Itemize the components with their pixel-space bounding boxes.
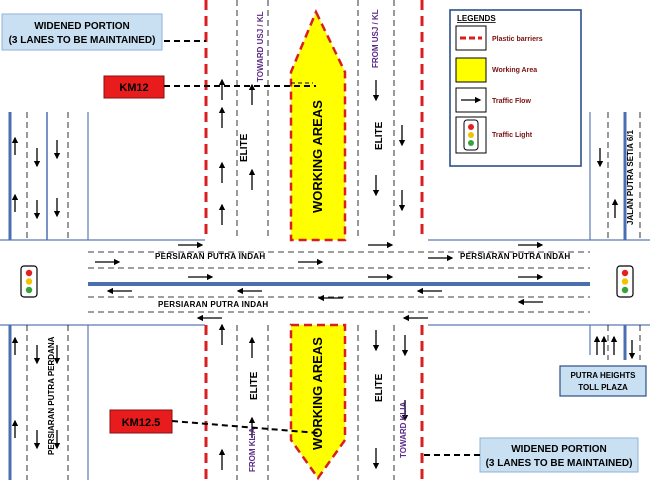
- road-label-upper-left: PERSIARAN PUTRA INDAH: [155, 252, 265, 261]
- legend-label-barriers: Plastic barriers: [492, 36, 543, 43]
- callout-widened-bottom: [479, 437, 639, 473]
- elite-lane-dashes: [236, 0, 395, 480]
- callout-widened-bottom-line2: (3 LANES TO BE MAINTAINED): [486, 458, 633, 469]
- callout-widened-top-line2: (3 LANES TO BE MAINTAINED): [9, 35, 156, 46]
- legend-item-barriers: Plastic barriers: [455, 25, 543, 51]
- legend-label-traffic-flow: Traffic Flow: [492, 98, 531, 105]
- callout-km12-label: KM12: [119, 82, 148, 94]
- side-road-jalan-putra-setia: JALAN PUTRA SETIA 6/1: [626, 129, 635, 225]
- road-label-lower: PERSIARAN PUTRA INDAH: [158, 300, 268, 309]
- working-area-label-upper: WORKING AREAS: [310, 100, 325, 213]
- callout-widened-top: [1, 13, 163, 51]
- traffic-light-right-icon: [616, 265, 634, 298]
- legend-label-traffic-light: Traffic Light: [492, 132, 533, 139]
- toll-plaza-line1: PUTRA HEIGHTS: [570, 371, 636, 380]
- legend-item-traffic-light: Traffic Light: [455, 116, 533, 154]
- legend-title: LEGENDS: [457, 14, 496, 23]
- legend-item-traffic-flow: Traffic Flow: [455, 87, 531, 113]
- toll-plaza-line2: TOLL PLAZA: [578, 383, 628, 392]
- main-road-lane-dashes: [88, 251, 590, 313]
- direction-from-usj-kl: FROM USJ / KL: [371, 9, 380, 68]
- toll-plaza-box: [559, 365, 647, 397]
- callout-km12-5-label: KM12.5: [122, 417, 161, 429]
- side-road-persiaran-putra-perdana: PERSIARAN PUTRA PERDANA: [47, 336, 56, 455]
- right-side-road: [607, 112, 641, 360]
- road-outlines: [0, 112, 650, 480]
- traffic-flow-arrows: [11, 78, 636, 470]
- elite-label-lower-left: ELITE: [249, 371, 260, 400]
- working-area-label-lower: WORKING AREAS: [310, 337, 325, 450]
- legend: LEGENDS Plastic barriers Working Area Tr…: [449, 9, 582, 167]
- elite-label-upper-right: ELITE: [374, 121, 385, 150]
- direction-toward-klia: TOWARD KLIA: [399, 401, 408, 458]
- traffic-light-left-icon: [20, 265, 38, 298]
- elite-label-lower-right: ELITE: [374, 373, 385, 402]
- elite-label-upper-left: ELITE: [239, 133, 250, 162]
- working-area-upper: [289, 8, 347, 242]
- legend-item-working-area: Working Area: [455, 57, 537, 83]
- left-side-road: [8, 112, 69, 480]
- legend-label-working-area: Working Area: [492, 67, 537, 74]
- callout-widened-bottom-line1: WIDENED PORTION: [511, 444, 607, 455]
- direction-from-klia: FROM KLIA: [248, 427, 257, 472]
- direction-toward-usj-kl: TOWARD USJ / KL: [256, 11, 265, 82]
- callout-widened-top-line1: WIDENED PORTION: [34, 21, 130, 32]
- working-area-lower: [289, 323, 347, 480]
- road-label-upper-right: PERSIARAN PUTRA INDAH: [460, 252, 570, 261]
- callout-km12-5-leader: [171, 420, 319, 434]
